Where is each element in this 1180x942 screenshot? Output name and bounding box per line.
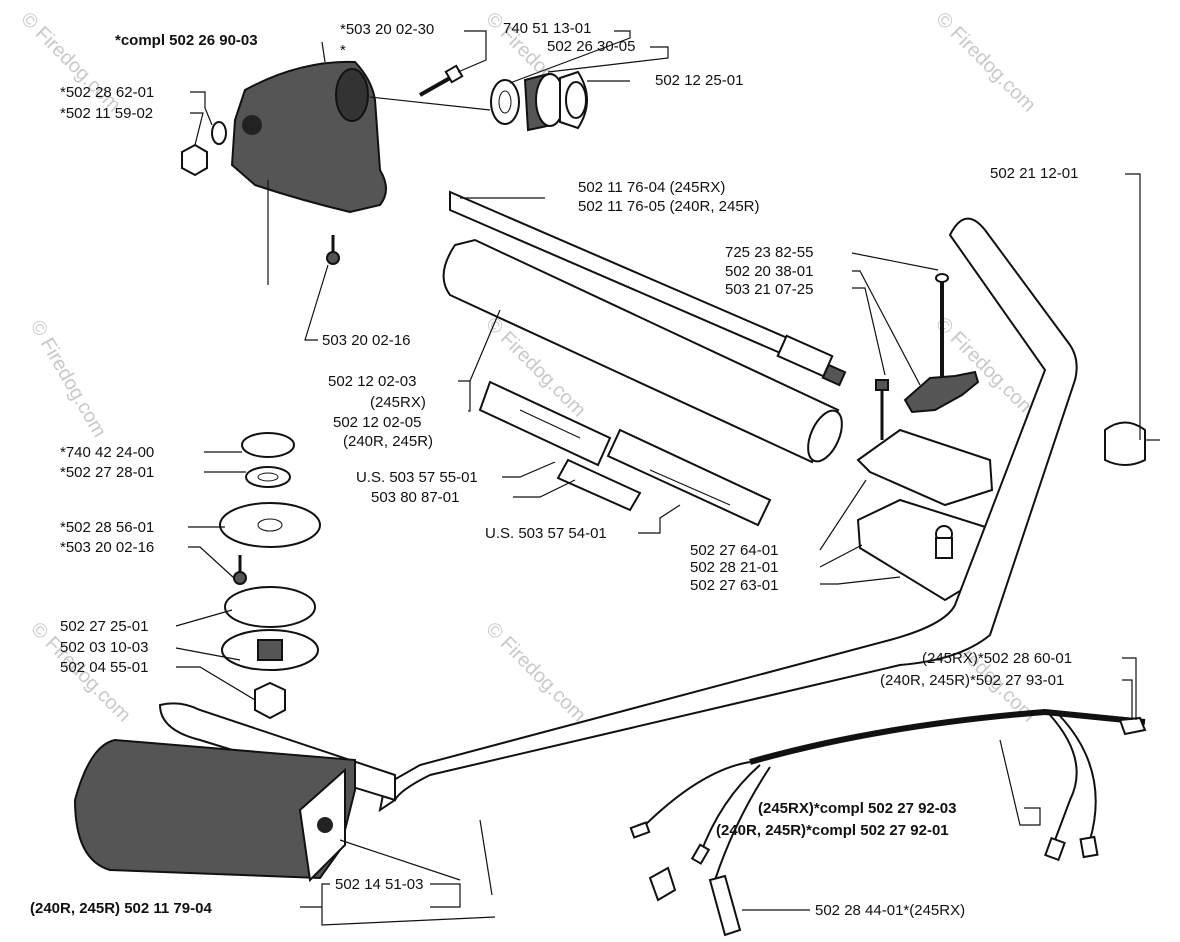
shaft-tube-drawing [442, 238, 843, 464]
label-502-11-79-04: (240R, 245R) 502 11 79-04 [30, 900, 212, 917]
clamp-blocks-drawing [856, 428, 996, 602]
drive-shaft-drawing [449, 190, 847, 387]
label-245rx: (245RX) [370, 394, 426, 411]
label-502-20-38-01: 502 20 38-01 [725, 263, 813, 280]
label-502-12-02-03: 502 12 02-03 [328, 373, 416, 390]
label-503-21-07-25: 503 21 07-25 [725, 281, 813, 298]
part-labels: *compl 502 26 90-03 * *503 20 02-30 740 … [30, 20, 1078, 919]
label-502-28-62-01: *502 28 62-01 [60, 84, 154, 101]
label-502-27-64-01: 502 27 64-01 [690, 542, 778, 559]
handle-clamp-bolt-drawing [875, 273, 980, 440]
label-502-28-60-01: (245RX)*502 28 60-01 [922, 650, 1072, 667]
label-502-28-44-01: 502 28 44-01*(245RX) [815, 902, 965, 919]
label-502-26-30-05: 502 26 30-05 [547, 38, 635, 55]
screw-drawing [419, 64, 464, 97]
label-502-27-63-01: 502 27 63-01 [690, 577, 778, 594]
label-502-11-76-05: 502 11 76-05 (240R, 245R) [578, 198, 760, 215]
label-star: * [340, 42, 346, 59]
label-compl-502-27-92-03: (245RX)*compl 502 27 92-03 [758, 800, 956, 817]
label-502-27-93-01: (240R, 245R)*502 27 93-01 [880, 672, 1064, 689]
plug-screw-drawing [181, 121, 227, 177]
label-740-42-24-00: *740 42 24-00 [60, 444, 154, 461]
label-compl-502-27-92-01: (240R, 245R)*compl 502 27 92-01 [716, 822, 949, 839]
label-502-27-25-01: 502 27 25-01 [60, 618, 148, 635]
label-503-20-02-30: *503 20 02-30 [340, 21, 434, 38]
label-502-11-76-04: 502 11 76-04 (245RX) [578, 179, 725, 196]
label-compl-gear-housing: *compl 502 26 90-03 [115, 32, 258, 49]
small-screw-drawing [326, 235, 340, 265]
label-502-14-51-03: 502 14 51-03 [335, 876, 423, 893]
watermark: © Firedog.com [931, 8, 1040, 117]
label-503-20-02-16b: *503 20 02-16 [60, 539, 154, 556]
label-503-80-87-01: 503 80 87-01 [371, 489, 459, 506]
wiring-harness-drawing [629, 708, 1147, 937]
label-502-12-25-01: 502 12 25-01 [655, 72, 743, 89]
label-240r-245r: (240R, 245R) [343, 433, 433, 450]
label-us-503-57-54-01: U.S. 503 57 54-01 [485, 525, 607, 542]
label-503-20-02-16: 503 20 02-16 [322, 332, 410, 349]
label-502-27-28-01: *502 27 28-01 [60, 464, 154, 481]
gear-housing-drawing [230, 60, 387, 285]
label-502-21-12-01: 502 21 12-01 [990, 165, 1078, 182]
watermark: © Firedog.com [481, 618, 590, 727]
blade-assembly-drawing [219, 432, 321, 720]
label-502-28-21-01: 502 28 21-01 [690, 559, 778, 576]
bearing-set-drawing [369, 70, 588, 132]
grip-handle-drawing [73, 738, 461, 883]
label-740-51-13-01: 740 51 13-01 [503, 20, 591, 37]
label-502-11-59-02: *502 11 59-02 [60, 105, 153, 122]
label-502-04-55-01: 502 04 55-01 [60, 659, 148, 676]
label-725-23-82-55: 725 23 82-55 [725, 244, 813, 261]
hose-clip-drawing [1104, 421, 1160, 466]
label-us-503-57-55-01: U.S. 503 57 55-01 [356, 469, 478, 486]
leader-lines [175, 30, 1141, 926]
label-502-28-56-01: *502 28 56-01 [60, 519, 154, 536]
decals-drawing [478, 380, 772, 527]
watermark: © Firedog.com [26, 317, 111, 442]
label-502-12-02-05: 502 12 02-05 [333, 414, 421, 431]
label-502-03-10-03: 502 03 10-03 [60, 639, 148, 656]
